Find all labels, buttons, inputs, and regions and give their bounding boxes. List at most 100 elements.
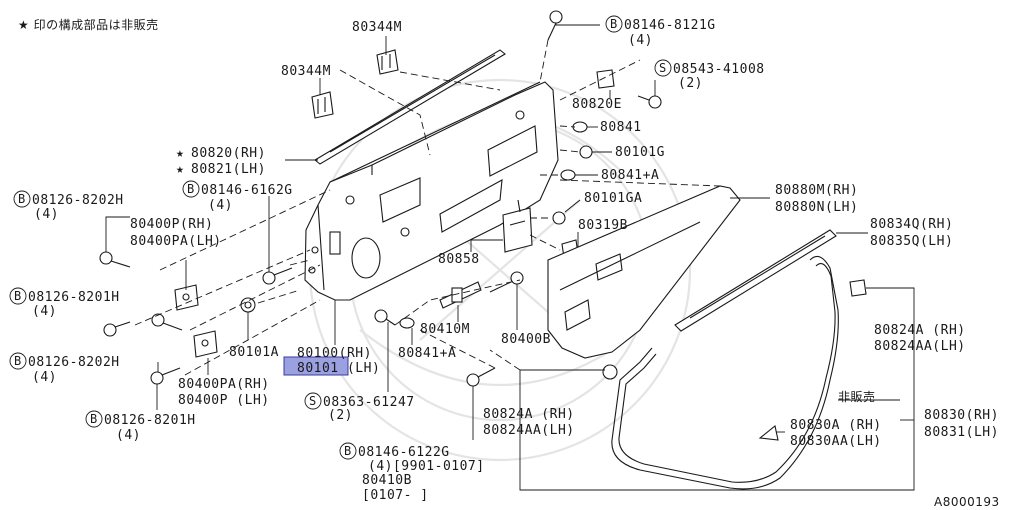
- label-80820-rh: 80820(RH): [191, 146, 266, 161]
- bolt-08126-8202h-mid[interactable]: [151, 313, 183, 331]
- screw-marker-41008: [654, 59, 672, 77]
- molding-80834q[interactable]: [674, 229, 837, 332]
- label-80101a: 80101A: [229, 345, 279, 360]
- bolt-marker-6122g-letter: B: [344, 444, 352, 458]
- weatherstrip-80830[interactable]: [611, 255, 839, 490]
- screw-08543-41008[interactable]: [637, 95, 662, 109]
- label-80841a-upper: 80841+A: [601, 168, 659, 183]
- star-80821: ★: [176, 162, 184, 177]
- label-80880n-lh: 80880N(LH): [775, 200, 858, 215]
- bolt-marker-8201h-bot-letter: B: [90, 412, 98, 426]
- label-08543-41008-qty: (2): [678, 76, 703, 91]
- label-08363-61247-qty: (2): [328, 408, 353, 423]
- assembly-lines: [134, 39, 721, 376]
- label-80830a-rh: 80830A (RH): [790, 418, 882, 433]
- bolt-marker-8202h-top: [13, 190, 31, 208]
- bolt-marker-8202h-mid-letter: B: [14, 354, 22, 368]
- label-08126-8201h-top-qty: (4): [32, 304, 57, 319]
- bracket-80858[interactable]: [502, 199, 533, 253]
- grommet-80841[interactable]: [572, 121, 588, 133]
- screw-marker-61247: [304, 392, 322, 410]
- bolt-marker-8201h-bot: [85, 410, 103, 428]
- bolt-08126-8201h-top[interactable]: [103, 321, 131, 337]
- bolt-marker-6162g-letter: B: [187, 182, 195, 196]
- label-80858: 80858: [438, 252, 480, 267]
- label-80400b: 80400B: [501, 332, 551, 347]
- hinge-upper[interactable]: [174, 284, 199, 311]
- bolt-marker-8121g-letter: B: [610, 17, 618, 31]
- label-08146-8121g-qty: (4): [628, 33, 653, 48]
- door-shell[interactable]: [304, 81, 559, 301]
- diagram-id: A8000193: [934, 495, 1000, 509]
- label-08126-8202h-top-qty: (4): [34, 207, 59, 222]
- label-80841a-lower: 80841+A: [398, 346, 456, 361]
- label-80344m-top: 80344M: [352, 20, 402, 35]
- label-80101ga: 80101GA: [584, 191, 642, 206]
- star-80820: ★: [176, 146, 184, 161]
- bolt-08146-6162g[interactable]: [262, 267, 293, 285]
- label-80820e: 80820E: [572, 97, 622, 112]
- label-08146-8121g: 08146-8121G: [624, 18, 716, 33]
- label-not-for-sale: 非販売: [838, 389, 876, 404]
- door-trim-panel[interactable]: [547, 185, 741, 359]
- label-08146-6122g: 08146-6122G: [358, 445, 450, 460]
- label-80410b-range: [0107- ]: [362, 488, 429, 503]
- bolt-marker-8202h-mid: [9, 352, 27, 370]
- label-80344m-left: 80344M: [281, 64, 331, 79]
- label-08126-8201h-top: 08126-8201H: [28, 290, 120, 305]
- plug-80101a[interactable]: [240, 297, 256, 313]
- label-80410m: 80410M: [420, 322, 470, 337]
- clip-80824a-left[interactable]: [602, 364, 618, 380]
- label-80824a-rh-right: 80824A (RH): [874, 323, 966, 338]
- bolt-08126-8202h-top[interactable]: [99, 251, 131, 268]
- label-08126-8202h-mid-qty: (4): [32, 370, 57, 385]
- clip-80344m-top[interactable]: [376, 49, 399, 75]
- label-08126-8202h-mid: 08126-8202H: [28, 355, 120, 370]
- label-80824a-rh-left: 80824A (RH): [483, 407, 575, 422]
- label-80101g: 80101G: [615, 145, 665, 160]
- label-08126-8201h-bot-qty: (4): [116, 428, 141, 443]
- clip-80820e[interactable]: [596, 69, 615, 89]
- label-80841: 80841: [600, 120, 642, 135]
- hinge-lower[interactable]: [193, 330, 218, 358]
- check-link-80410m[interactable]: [439, 281, 482, 309]
- bolt-marker-8121g: [605, 15, 623, 33]
- grommet-80841a-upper[interactable]: [560, 169, 576, 181]
- bolt-08146-8121g[interactable]: [547, 10, 563, 41]
- label-80830-rh: 80830(RH): [924, 408, 999, 423]
- clip-80824a-right[interactable]: [849, 279, 867, 297]
- label-80410b: 80410B: [362, 473, 412, 488]
- clip-80830a[interactable]: [758, 425, 779, 441]
- label-80824aa-lh-left: 80824AA(LH): [483, 423, 575, 438]
- label-hinge-upper-lh: 80400PA(LH): [130, 234, 222, 249]
- bolt-marker-8201h-top-letter: B: [14, 289, 22, 303]
- label-hinge-lower-lh: 80400P (LH): [178, 393, 270, 408]
- label-80880m-rh: 80880M(RH): [775, 183, 858, 198]
- labels: ★ 印の構成部品は非販売 80344M 80344M B 08146-8121G…: [9, 15, 1000, 509]
- label-08146-6122g-qty: (4)[9901-0107]: [368, 459, 485, 474]
- label-08146-6162g-qty: (4): [208, 198, 233, 213]
- label-hinge-lower-rh: 80400PA(RH): [178, 377, 270, 392]
- grommet-80841a-lower[interactable]: [399, 317, 415, 329]
- label-08363-61247: 08363-61247: [323, 395, 415, 410]
- screw-marker-61247-letter: S: [309, 394, 317, 408]
- label-08126-8201h-bot: 08126-8201H: [104, 413, 196, 428]
- screw-marker-41008-letter: S: [659, 61, 667, 75]
- label-08543-41008: 08543-41008: [673, 62, 765, 77]
- bolt-marker-8201h-top: [9, 287, 27, 305]
- plug-80101g[interactable]: [579, 145, 593, 159]
- bolt-marker-6122g: [339, 442, 357, 460]
- bolt-08126-8201h-bot[interactable]: [150, 367, 181, 385]
- label-80824aa-lh-right: 80824AA(LH): [874, 339, 966, 354]
- label-80834q-rh: 80834Q(RH): [870, 217, 953, 232]
- selected-part-highlight: [283, 356, 349, 376]
- clip-80344m-left[interactable]: [311, 91, 334, 119]
- label-80831-lh: 80831(LH): [924, 425, 999, 440]
- screw-08363-61247[interactable]: [374, 309, 396, 326]
- belt-molding[interactable]: [314, 49, 506, 165]
- plug-80101ga[interactable]: [552, 211, 566, 225]
- label-80830aa-lh: 80830AA(LH): [790, 434, 882, 449]
- note-text: ★ 印の構成部品は非販売: [18, 17, 159, 32]
- label-hinge-upper-rh: 80400P(RH): [130, 217, 213, 232]
